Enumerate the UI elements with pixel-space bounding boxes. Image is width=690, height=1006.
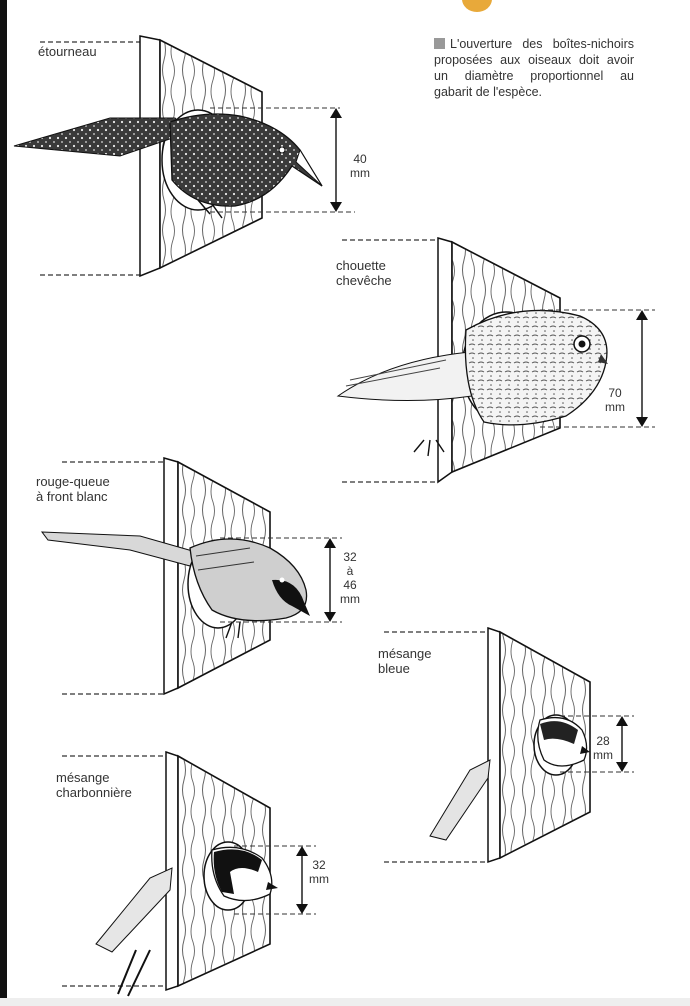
- bottom-border: [0, 998, 690, 1006]
